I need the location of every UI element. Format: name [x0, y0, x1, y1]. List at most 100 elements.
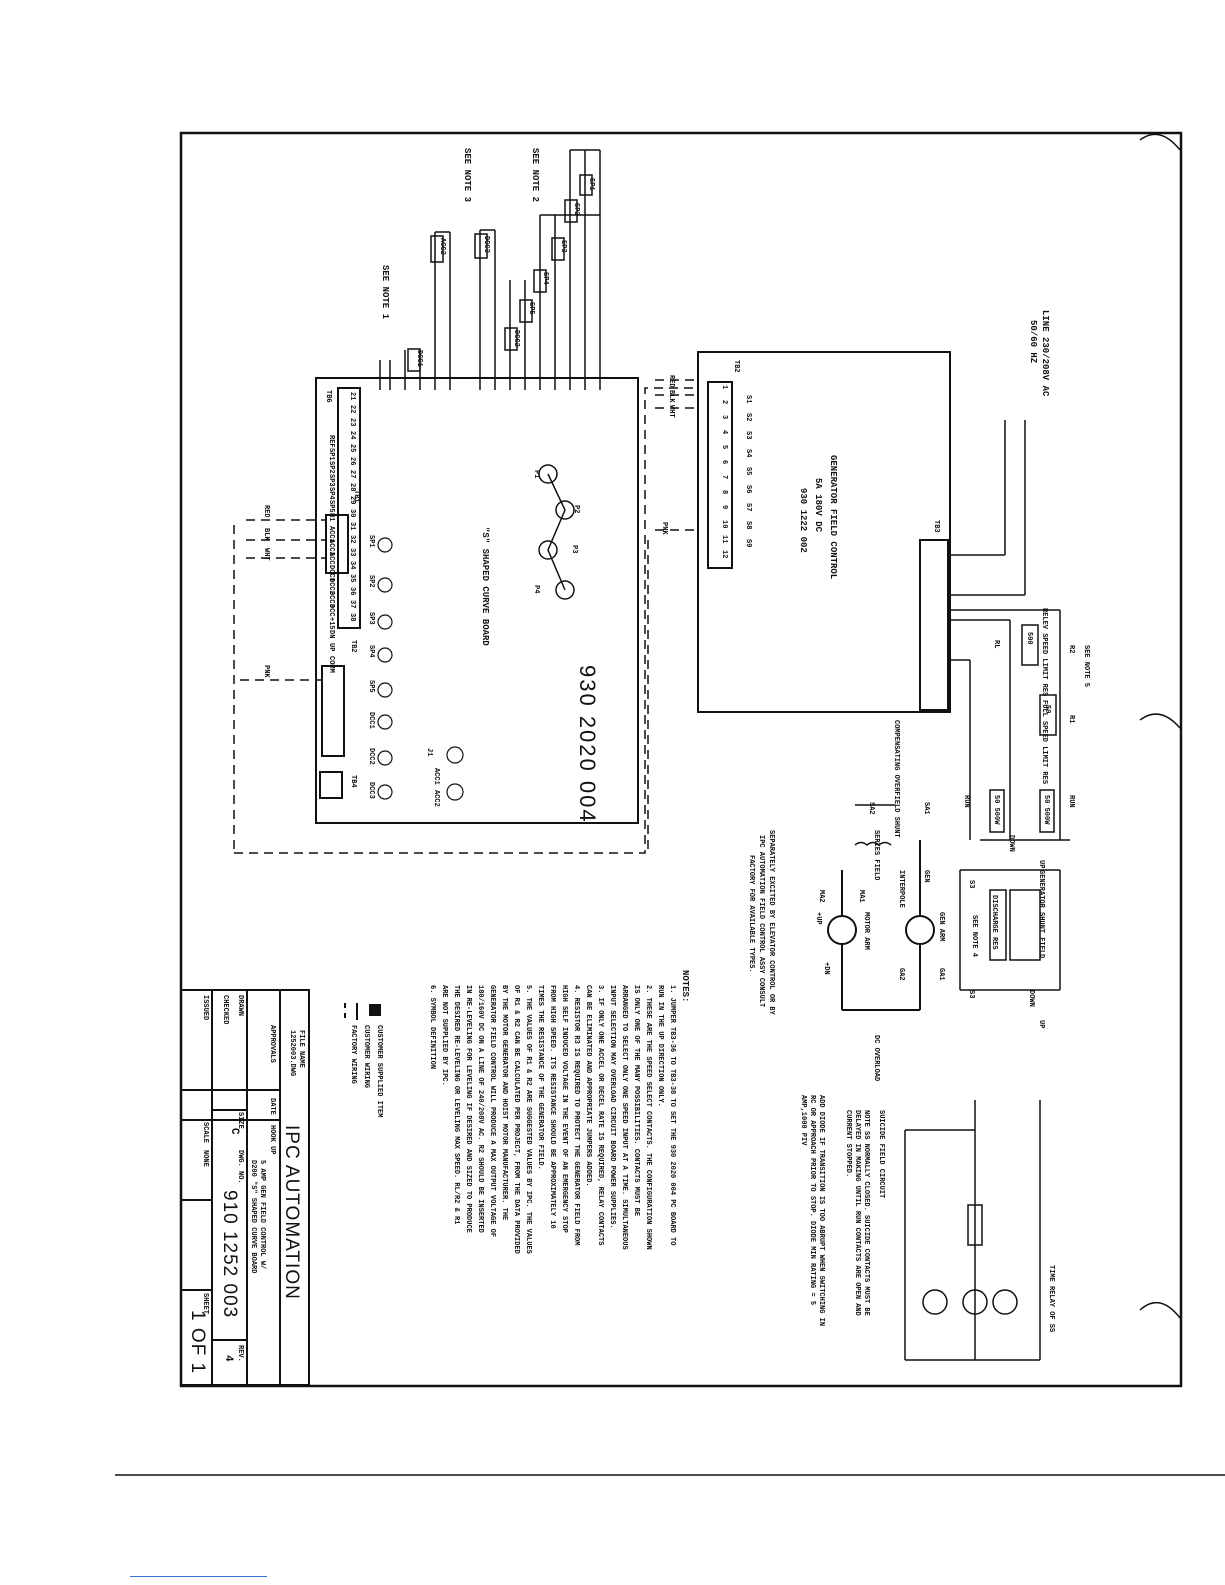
- sheet-value: 1 OF 1: [187, 1310, 208, 1375]
- note-line: BY THE MOTOR GENERATOR AND HOIST MOTOR M…: [500, 985, 508, 1221]
- size-value: C: [228, 1128, 240, 1135]
- tb3-terminal-number: 23: [348, 418, 356, 427]
- led-label: DCC2: [367, 748, 375, 765]
- tb2-terminal-text: S4: [744, 449, 752, 458]
- rev-value: 4: [222, 1355, 234, 1362]
- tb3-terminal-number: 34: [348, 561, 356, 570]
- relay-label: DCC1: [415, 350, 423, 367]
- gen-control-number: 930 1222 002: [798, 488, 808, 553]
- gen-circuit-label: SA2: [867, 802, 875, 815]
- tb2-terminal-number: 12: [720, 550, 728, 559]
- tb3-terminal-label: SP3: [327, 474, 335, 487]
- note-line: 3. IF ONLY ONE ACCEL OR DECEL RATE IS RE…: [596, 985, 604, 1246]
- tb3-terminal-label: COMM: [327, 656, 335, 673]
- wire-red-2: RED: [667, 375, 675, 388]
- punch-hole-2: [1139, 713, 1181, 729]
- gen-circuit-label: S3: [967, 880, 975, 889]
- note-line: OF R1 & R2 CAN BE CALCULATED PER PROJECT…: [512, 985, 520, 1254]
- note-line: 5. THE VALUES OF R1 & R2 ARE SUGGESTED V…: [524, 985, 532, 1254]
- pot-p4: P4: [532, 585, 540, 594]
- gen-circuit-label: MA2: [817, 890, 825, 903]
- tb3-terminal-label: SP1: [327, 448, 335, 461]
- tb1-strip: [325, 514, 349, 574]
- tb4-label: TB4: [349, 775, 357, 788]
- tb3-strip: [337, 387, 361, 629]
- tb2-terminal-number: 2: [720, 400, 728, 405]
- tb3-terminal-number: 25: [348, 444, 356, 453]
- r2-value: 500: [1025, 632, 1033, 645]
- note-line: ARE NOT SUPPLIED BY IPC.: [440, 985, 448, 1086]
- led-label: SP1: [367, 535, 375, 548]
- tb3-right-strip: [919, 539, 949, 711]
- line-freq: 50/60 HZ: [1028, 320, 1038, 364]
- tb2-terminal-number: 8: [720, 490, 728, 495]
- tb3-terminal-number: 32: [348, 535, 356, 544]
- gen-circuit-label: DOWN: [1007, 835, 1015, 852]
- acc1-label: ACC1: [432, 768, 440, 785]
- tb3-terminal-number: 29: [348, 496, 356, 505]
- pot-p1: P1: [532, 470, 540, 479]
- punch-hole-3: [1139, 1301, 1181, 1319]
- tb3-terminal-number: 22: [348, 405, 356, 414]
- tb2-terminal-number: 7: [720, 475, 728, 480]
- gen-circuit-label: GA2: [897, 968, 905, 981]
- dashed-wire-outer: [234, 387, 698, 854]
- tb3-terminal-label: UP: [327, 643, 335, 652]
- res-50-a: 50 500W: [992, 795, 1000, 825]
- gen-control-rating: 5A 180V DC: [813, 478, 823, 533]
- r1-value: 50: [1043, 705, 1051, 714]
- gen-circuit-label: SA1: [922, 802, 930, 815]
- r1-label: R1: [1067, 715, 1075, 724]
- wire-red-1: RED: [262, 505, 270, 518]
- suicide-note: NOTE SS NORMALLY CLOSED. SUICIDE CONTACT…: [844, 1110, 870, 1316]
- discharge: DISCHARGE RES: [990, 895, 998, 950]
- tb2-board-strip: [321, 665, 345, 757]
- relay-label: SP1: [587, 178, 595, 191]
- tb3-terminal-label: N1: [327, 513, 335, 522]
- relay-label: ACC2: [438, 238, 446, 255]
- wire-pnk-1: PNK: [262, 665, 270, 678]
- see-note-1: SEE NOTE 1: [380, 265, 390, 320]
- r2-label: R2: [1067, 645, 1075, 654]
- symbol-factory-wiring: FACTORY WIRING: [349, 1025, 357, 1084]
- note-line: CAN BE ELIMINATED AND APPROPRIATE JUMPER…: [584, 985, 592, 1187]
- tb2-board-label: TB2: [349, 640, 357, 653]
- tb3-terminal-label: +15: [327, 617, 335, 630]
- title-line-2: 5 AMP GEN FIELD CONTROL W/: [258, 1160, 266, 1270]
- led-label: SP2: [367, 575, 375, 588]
- relay-label: SP3: [559, 240, 567, 253]
- led-label: DCC3: [367, 782, 375, 799]
- motor-armature: [827, 915, 857, 945]
- tb2-terminal-number: 1: [720, 385, 728, 390]
- tb2-terminal-text: S8: [744, 521, 752, 530]
- sheet-border: [179, 131, 1183, 1388]
- gen-circuit-label: GA1: [937, 968, 945, 981]
- wire-wht-2: WHT: [667, 405, 675, 418]
- board-number: 930 2020 004: [575, 665, 600, 824]
- series-field: SERIES FIELD: [872, 830, 880, 881]
- gen-shunt: GENERATOR SHUNT FIELD: [1037, 870, 1045, 959]
- curve-board-box: [315, 377, 639, 824]
- note-line: HIGH SELF INDUCED VOLTAGE IN THE EVENT O…: [560, 985, 568, 1233]
- gen-circuit-label: +UP: [814, 912, 822, 925]
- gen-circuit-label: MA1: [857, 890, 865, 903]
- note-line: 2. THESE ARE THE SPEED SELECT CONTACTS. …: [644, 985, 652, 1250]
- note-line: TIMES THE RESISTANCE OF THE GENERATOR FI…: [536, 985, 544, 1170]
- led-label: SP5: [367, 680, 375, 693]
- gen-circuit-label: S3: [967, 990, 975, 999]
- tb6-label: TB6: [324, 390, 332, 403]
- symbol-customer-item: CUSTOMER SUPPLIED ITEM: [375, 1025, 383, 1118]
- tb3-terminal-label: SP5: [327, 500, 335, 513]
- relay-label: SP2: [572, 203, 580, 216]
- tb3-terminal-label: SP4: [327, 487, 335, 500]
- tb2-terminal-number: 10: [720, 520, 728, 529]
- tb2-terminal-text: S1: [744, 395, 752, 404]
- tb2-terminal-text: S9: [744, 539, 752, 548]
- see-note-5: SEE NOTE 5: [1082, 645, 1090, 688]
- approvals-label: APPROVALS: [268, 1025, 276, 1063]
- scale-value: NONE: [201, 1150, 209, 1167]
- title-line-1: HOOK UP: [268, 1125, 276, 1155]
- tb3-terminal-label: DN: [327, 630, 335, 639]
